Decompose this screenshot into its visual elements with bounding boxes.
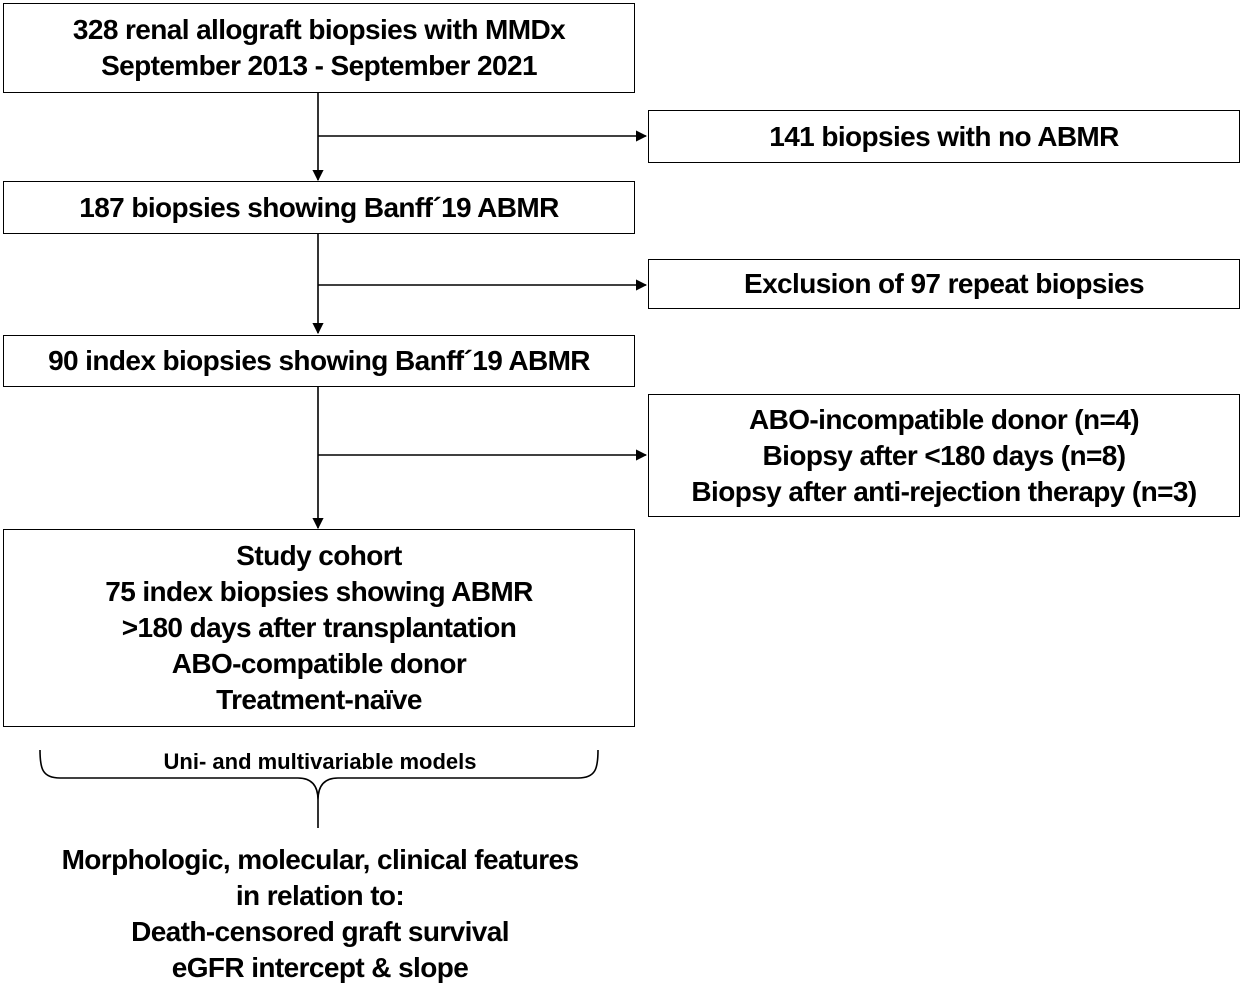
banff-abmr-box: 187 biopsies showing Banff´19 ABMR [3,181,635,234]
box-line: ABO-compatible donor [171,648,467,679]
initial-biopsies-box: 328 renal allograft biopsies with MMDx S… [3,3,635,93]
no-abmr-box: 141 biopsies with no ABMR [648,110,1240,163]
box-line: ABO-incompatible donor (n=4) [749,403,1140,435]
repeat-exclusion-box: Exclusion of 97 repeat biopsies [648,259,1240,309]
box-line: Biopsy after <180 days (n=8) [762,439,1127,471]
box-line: Biopsy after anti-rejection therapy (n=3… [691,475,1197,507]
models-label: Uni- and multivariable models [163,749,477,774]
box-line: 75 index biopsies showing ABMR [105,576,533,607]
box-line: September 2013 - September 2021 [101,50,537,81]
box-line: 328 renal allograft biopsies with MMDx [72,14,566,45]
box-line: 187 biopsies showing Banff´19 ABMR [79,191,559,223]
index-biopsies-box: 90 index biopsies showing Banff´19 ABMR [3,335,635,387]
box-line: Study cohort [236,540,402,571]
box-line: 90 index biopsies showing Banff´19 ABMR [48,345,590,376]
box-line: Treatment-naïve [216,684,422,715]
outcome-line: Morphologic, molecular, clinical feature… [61,844,579,875]
box-line: 141 biopsies with no ABMR [769,120,1119,152]
outcome-line: in relation to: [235,880,405,911]
outcome-line: eGFR intercept & slope [171,952,469,983]
study-cohort-box: Study cohort 75 index biopsies showing A… [3,529,635,727]
outcome-text: Morphologic, molecular, clinical feature… [20,842,620,986]
exclusions-box: ABO-incompatible donor (n=4) Biopsy afte… [648,394,1240,517]
box-line: Exclusion of 97 repeat biopsies [744,268,1145,299]
outcome-line: Death-censored graft survival [131,916,509,947]
box-line: >180 days after transplantation [121,612,517,643]
curly-brace [39,749,599,828]
